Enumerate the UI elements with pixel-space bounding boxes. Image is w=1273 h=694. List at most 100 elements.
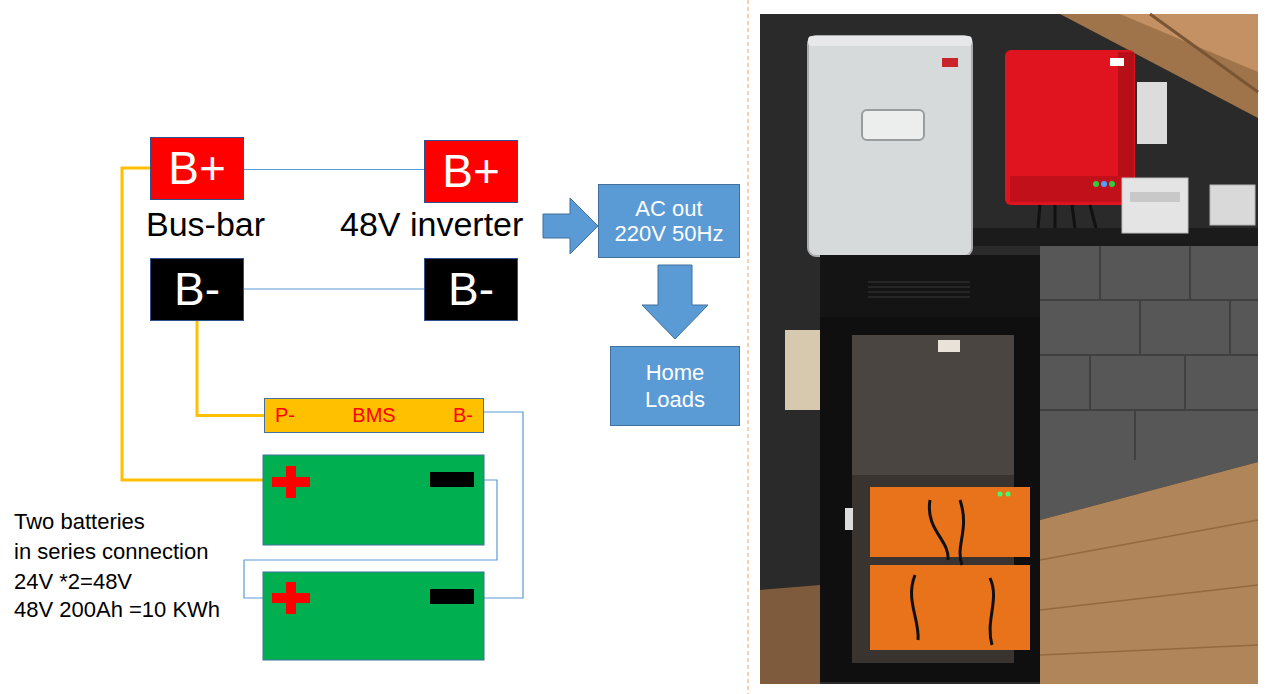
installation-photo — [868, 286, 970, 288]
terminal-label: P- — [275, 404, 295, 427]
installation-photo — [1038, 205, 1040, 228]
installation-photo — [868, 291, 970, 293]
installation-photo — [820, 255, 1040, 317]
installation-photo — [1040, 462, 1258, 684]
divider-line — [748, 0, 749, 694]
battery-symbol — [263, 455, 484, 545]
box-label: 220V 50Hz — [615, 221, 724, 246]
installation-photo — [760, 585, 820, 684]
installation-photo — [1040, 409, 1258, 411]
installation-photo — [1040, 645, 1258, 655]
installation-photo — [1040, 299, 1258, 301]
terminal-box: B- — [424, 258, 518, 321]
installation-photo — [1040, 245, 1258, 460]
wire — [244, 288, 424, 289]
wire — [197, 321, 264, 416]
box-label: Home Loads — [645, 359, 705, 414]
flow-arrow — [543, 198, 598, 254]
installation-photo — [1210, 185, 1255, 225]
installation-photo — [942, 58, 958, 67]
installation-photo — [1099, 245, 1101, 300]
installation-photo — [808, 36, 972, 256]
installation-photo — [868, 281, 970, 283]
installation-photo — [1006, 492, 1011, 497]
wire — [197, 321, 264, 416]
installation-photo — [1089, 355, 1091, 410]
installation-photo — [870, 487, 1030, 557]
terminal-label: B- — [453, 404, 473, 427]
installation-photo — [820, 317, 1040, 682]
installation-photo — [938, 340, 960, 352]
installation-photo — [1101, 181, 1107, 187]
installation-photo — [998, 492, 1003, 497]
installation-photo — [912, 575, 919, 640]
divider-line — [747, 0, 748, 694]
installation-photo — [972, 228, 1258, 246]
part-label: Two batteries — [14, 509, 145, 534]
installation-photo — [1090, 205, 1096, 228]
battery-symbol — [263, 572, 484, 660]
installation-photo — [1010, 176, 1130, 202]
installation-photo — [1139, 300, 1141, 355]
installation-photo — [1005, 50, 1135, 205]
installation-photo — [1150, 14, 1258, 92]
installation-photo — [960, 500, 964, 565]
installation-photo — [990, 578, 994, 645]
flow-arrow — [642, 265, 708, 339]
installation-photo — [929, 500, 948, 560]
installation-photo — [1109, 181, 1115, 187]
terminal-label: BMS — [352, 404, 395, 427]
battery-wire — [122, 168, 523, 598]
bms-bar: P- BMS B- — [264, 398, 484, 433]
installation-photo — [1189, 245, 1191, 300]
installation-photo — [862, 110, 924, 140]
wire — [244, 169, 424, 170]
installation-photo — [1134, 410, 1136, 460]
output-box: AC out220V 50Hz — [598, 184, 740, 258]
box-label: B- — [174, 263, 220, 316]
part-label: Bus-bar — [146, 205, 265, 244]
flow-arrow — [642, 265, 708, 339]
installation-photo — [760, 14, 1258, 684]
box-label: B+ — [442, 145, 500, 198]
installation-photo — [870, 565, 1030, 650]
load-box: Home Loads — [610, 346, 740, 426]
box-label: B+ — [168, 142, 226, 195]
installation-photo — [785, 330, 823, 410]
installation-photo — [808, 36, 972, 46]
installation-photo — [1040, 585, 1258, 610]
installation-photo — [760, 14, 1258, 684]
flow-arrow — [543, 198, 598, 254]
terminal-box: B+ — [424, 140, 518, 203]
installation-photo — [1040, 354, 1258, 356]
part-label: 24V *2=48V — [14, 569, 132, 594]
box-label: AC out — [635, 196, 702, 221]
installation-photo — [845, 508, 853, 530]
installation-photo — [868, 282, 970, 297]
installation-photo — [868, 296, 970, 298]
installation-photo — [1040, 520, 1258, 560]
installation-photo — [1072, 205, 1075, 228]
installation-photo — [1040, 520, 1258, 655]
battery-wire — [484, 412, 523, 598]
installation-photo — [1054, 205, 1057, 228]
battery-symbol — [430, 589, 474, 604]
battery-symbol — [272, 593, 310, 603]
terminal-box: B- — [150, 258, 244, 321]
battery-symbol — [263, 455, 484, 660]
installation-photo — [1093, 181, 1099, 187]
part-label: 48V 200Ah =10 KWh — [14, 597, 220, 622]
part-label: 48V inverter — [340, 205, 523, 244]
battery-symbol — [272, 477, 310, 487]
box-label: B- — [448, 263, 494, 316]
installation-photo — [852, 335, 1014, 475]
installation-photo — [1184, 355, 1186, 410]
installation-photo — [1130, 192, 1180, 202]
installation-photo — [1229, 300, 1231, 355]
wire — [244, 169, 424, 170]
installation-photo — [1122, 178, 1188, 233]
battery-symbol — [430, 472, 474, 487]
installation-photo — [1137, 82, 1167, 144]
